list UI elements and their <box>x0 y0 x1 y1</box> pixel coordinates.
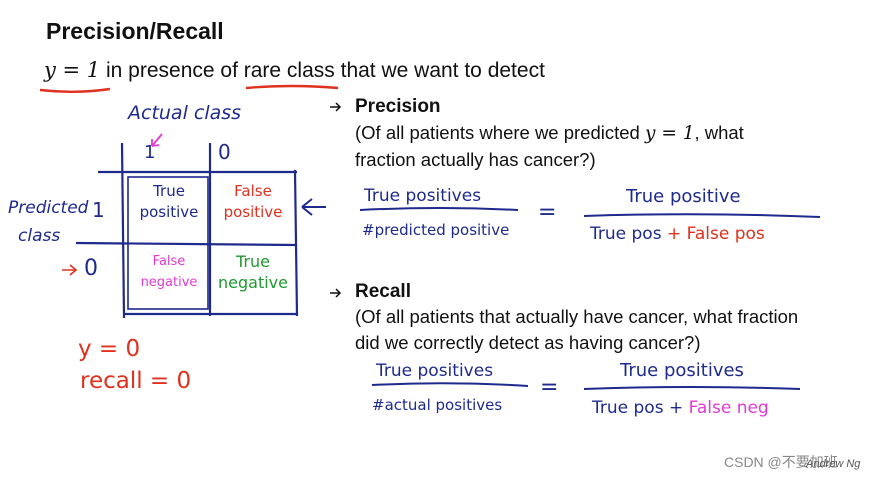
recall-description: (Of all patients that actually have canc… <box>355 304 798 356</box>
bullet-arrow-recall <box>330 288 342 298</box>
matrix-line <box>120 142 126 319</box>
recall-rhs-fraction-bar <box>583 386 801 390</box>
recall-rhs-numerator: True positives <box>620 360 744 381</box>
andrew-ng-signature: Andrew Ng <box>806 458 861 470</box>
subtitle-math: y = 1 <box>44 58 101 82</box>
precision-numerator: True positives <box>364 186 482 206</box>
red-arrow <box>62 264 78 276</box>
false-pos-term: False pos <box>686 224 765 244</box>
predicted-row-1: 1 <box>92 198 105 222</box>
true-pos-term: True pos <box>592 398 664 418</box>
note-recall-eq-0: recall = 0 <box>80 368 192 394</box>
false-neg-term: False neg <box>688 398 769 418</box>
precision-desc-math: y = 1 <box>644 123 695 144</box>
precision-description: (Of all patients where we predicted y = … <box>355 120 744 173</box>
precision-rhs-numerator: True positive <box>626 186 741 207</box>
precision-fraction-bar <box>359 207 519 211</box>
predicted-row-0: 0 <box>84 256 98 281</box>
csdn-watermark: CSDN @不要加班 <box>724 454 838 470</box>
recall-denominator: #actual positives <box>372 396 503 414</box>
precision-rhs-denominator: True pos + False pos <box>590 224 765 244</box>
predicted-label-line1: Predicted <box>8 198 89 218</box>
precision-heading: Precision <box>355 96 441 117</box>
precision-desc-line2: fraction actually has cancer?) <box>355 149 596 170</box>
actual-col-1: 1 <box>144 142 156 163</box>
cell-true-negative: True negative <box>218 252 288 292</box>
cell-false-negative: False negative <box>140 254 198 290</box>
cell-false-positive: False positive <box>223 182 283 221</box>
plus-sign: + <box>666 224 682 244</box>
recall-rhs-denominator: True pos + False neg <box>592 398 769 418</box>
slide-subtitle: y = 1 in presence of rare class that we … <box>44 58 545 83</box>
slide-title: Precision/Recall <box>46 18 224 44</box>
plus-sign: + <box>668 398 684 418</box>
cell-true-positive: True positive <box>139 182 199 221</box>
precision-desc-post: , what <box>694 122 744 143</box>
predicted-label-line2: class <box>18 226 61 246</box>
precision-desc-pre: (Of all patients where we predicted <box>355 122 645 143</box>
recall-desc-line2: did we correctly detect as having cancer… <box>355 332 701 353</box>
actual-col-0: 0 <box>218 140 231 164</box>
precision-denominator: #predicted positive <box>362 221 510 239</box>
underline-rare-class <box>245 84 339 90</box>
recall-numerator: True positives <box>376 361 494 381</box>
recall-equals: = <box>540 375 559 400</box>
arrow-to-matrix <box>301 198 326 216</box>
bullet-arrow-precision <box>330 102 342 112</box>
precision-rhs-fraction-bar <box>583 213 821 218</box>
matrix-line <box>293 169 299 317</box>
matrix-line <box>75 241 298 247</box>
matrix-inner-box <box>127 176 209 310</box>
recall-fraction-bar <box>371 382 529 387</box>
true-pos-term: True pos <box>590 224 662 244</box>
recall-desc-line1: (Of all patients that actually have canc… <box>355 306 799 327</box>
precision-equals: = <box>538 200 557 225</box>
underline-y1 <box>39 87 111 93</box>
pink-arrow <box>151 133 163 147</box>
recall-heading: Recall <box>355 281 411 302</box>
actual-class-label: Actual class <box>128 102 242 124</box>
note-y-eq-0: y = 0 <box>78 336 141 362</box>
subtitle-text: in presence of rare class that we want t… <box>100 59 545 82</box>
